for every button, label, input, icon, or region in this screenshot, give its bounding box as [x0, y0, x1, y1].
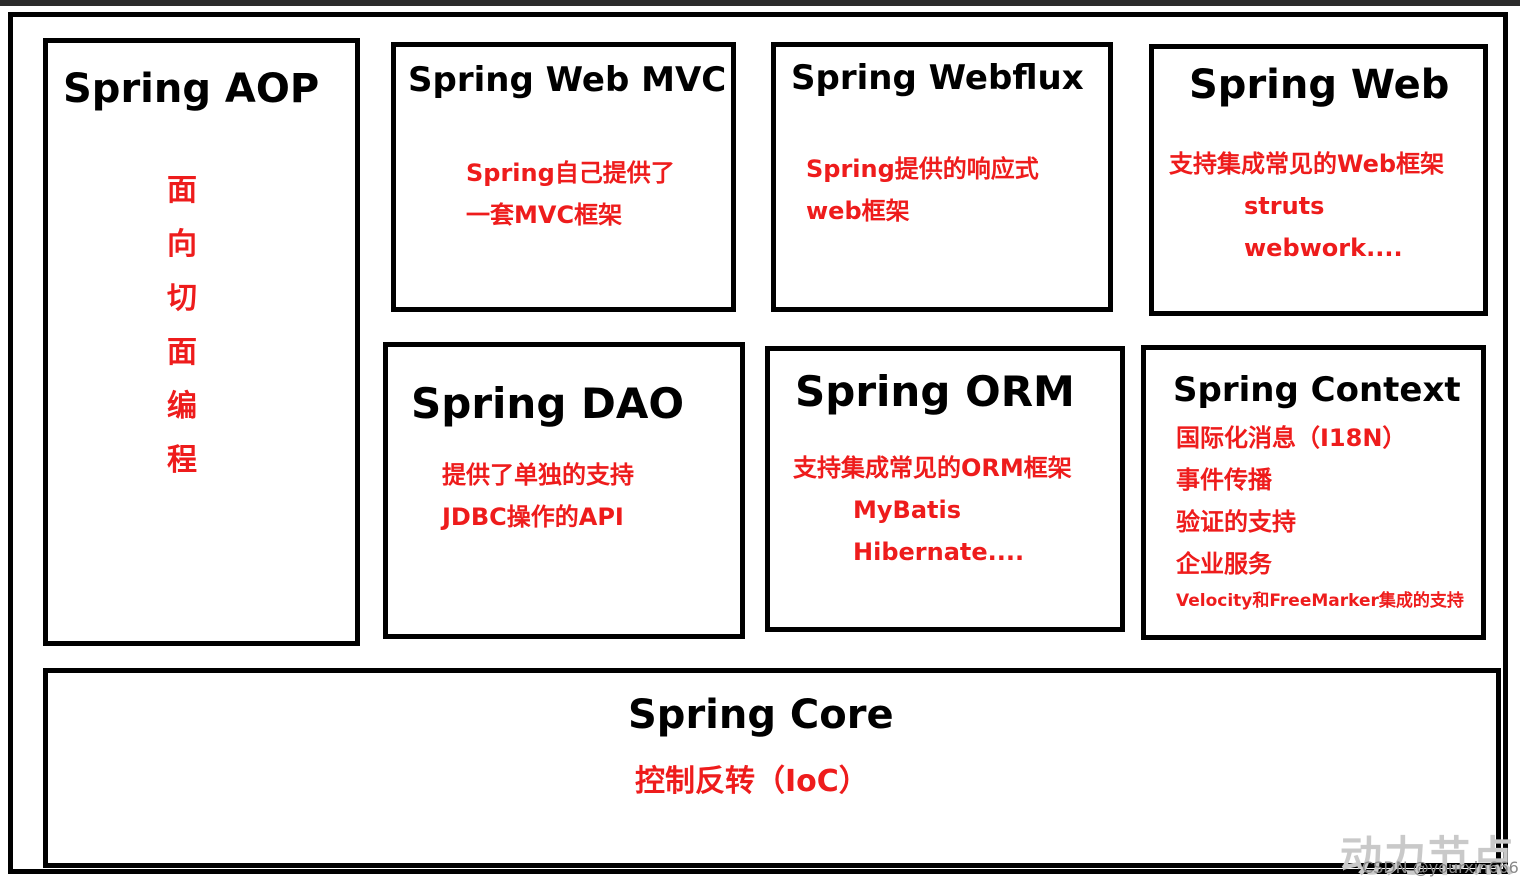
- context-desc-line: 国际化消息（I18N）: [1176, 424, 1407, 452]
- dao-module-box: Spring DAO 提供了单独的支持 JDBC操作的API: [383, 342, 745, 639]
- context-title: Spring Context: [1173, 370, 1461, 410]
- dao-title: Spring DAO: [411, 379, 685, 428]
- orm-title: Spring ORM: [795, 367, 1075, 416]
- top-border-strip: [0, 0, 1520, 6]
- context-desc-line: Velocity和FreeMarker集成的支持: [1176, 591, 1464, 611]
- dao-desc-line: JDBC操作的API: [442, 503, 624, 531]
- context-module-box: Spring Context 国际化消息（I18N） 事件传播 验证的支持 企业…: [1141, 345, 1486, 640]
- webmvc-desc-line: Spring自己提供了: [466, 159, 675, 187]
- webmvc-module-box: Spring Web MVC Spring自己提供了 一套MVC框架: [391, 42, 736, 312]
- aop-char: 编: [167, 389, 197, 424]
- aop-module-box: Spring AOP 面 向 切 面 编 程: [43, 38, 360, 646]
- web-title: Spring Web: [1189, 62, 1450, 108]
- webmvc-desc-line: 一套MVC框架: [466, 201, 623, 229]
- web-desc-line: webwork....: [1244, 234, 1403, 262]
- web-desc-line: 支持集成常见的Web框架: [1169, 150, 1445, 178]
- aop-char: 程: [167, 443, 197, 478]
- aop-char: 面: [167, 335, 197, 370]
- spring-architecture-frame: [8, 12, 1508, 874]
- aop-char: 向: [167, 227, 197, 262]
- aop-char: 面: [167, 173, 197, 208]
- dao-desc-line: 提供了单独的支持: [442, 461, 634, 489]
- webflux-module-box: Spring Webflux Spring提供的响应式 web框架: [771, 42, 1113, 312]
- webflux-desc-line: web框架: [806, 197, 910, 225]
- context-desc-line: 验证的支持: [1176, 508, 1296, 536]
- core-subtitle: 控制反转（IoC）: [635, 764, 869, 799]
- webflux-title: Spring Webflux: [791, 58, 1084, 98]
- orm-desc-line: MyBatis: [853, 496, 961, 524]
- web-module-box: Spring Web 支持集成常见的Web框架 struts webwork..…: [1149, 44, 1488, 316]
- core-title: Spring Core: [628, 692, 894, 738]
- orm-desc-line: Hibernate....: [853, 538, 1025, 566]
- core-module-box: Spring Core 控制反转（IoC）: [43, 668, 1501, 868]
- context-desc-line: 企业服务: [1176, 550, 1272, 578]
- orm-module-box: Spring ORM 支持集成常见的ORM框架 MyBatis Hibernat…: [765, 346, 1125, 632]
- watermark-logo-text: 动力节点: [1340, 832, 1517, 881]
- web-desc-line: struts: [1244, 192, 1325, 220]
- context-desc-line: 事件传播: [1176, 466, 1272, 494]
- webflux-desc-line: Spring提供的响应式: [806, 155, 1039, 183]
- watermark-credit: CSDN @yourxin666: [1362, 858, 1519, 877]
- orm-desc-line: 支持集成常见的ORM框架: [793, 454, 1072, 482]
- webmvc-title: Spring Web MVC: [408, 60, 727, 100]
- aop-char: 切: [167, 281, 197, 316]
- aop-title: Spring AOP: [63, 66, 320, 112]
